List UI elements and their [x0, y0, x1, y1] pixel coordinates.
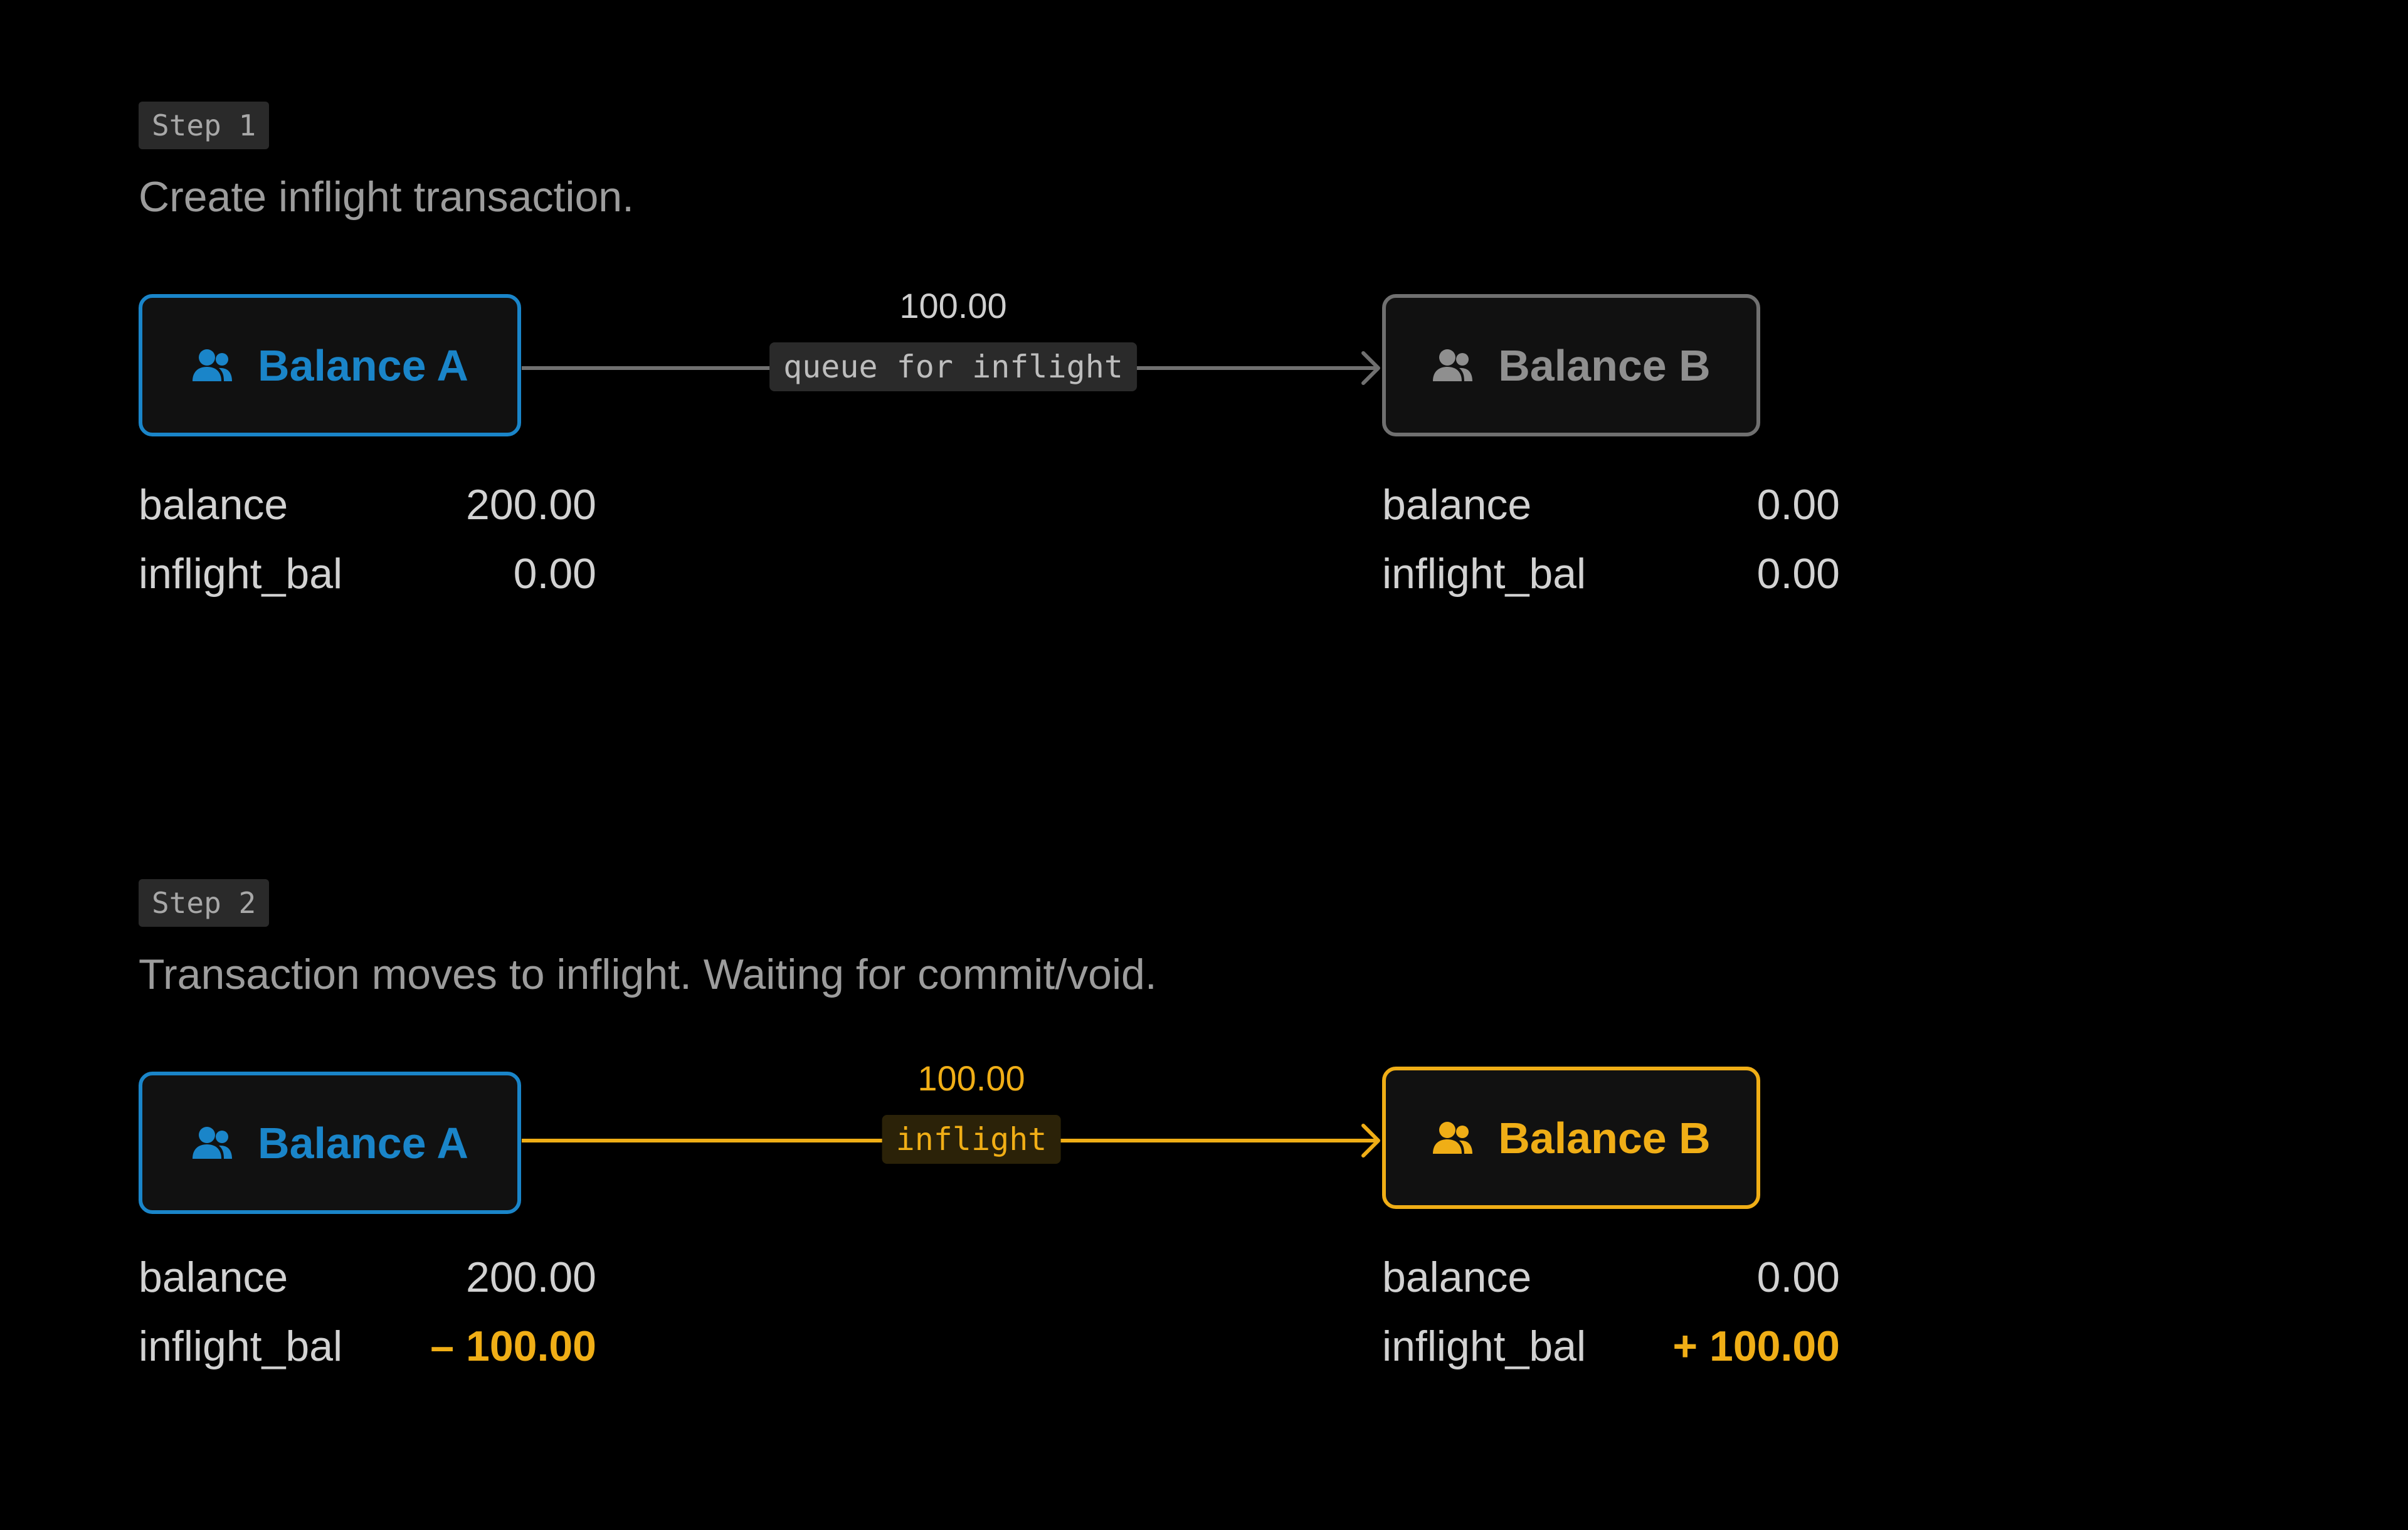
edge-label: queue for inflight: [769, 342, 1137, 391]
stat-row: inflight_bal 0.00: [1382, 544, 1840, 613]
stat-value: + 100.00: [1672, 1322, 1840, 1370]
stat-row: inflight_bal 0.00: [139, 544, 596, 613]
balance-a-stats: balance 200.00 inflight_bal 0.00: [139, 475, 596, 613]
stat-key: inflight_bal: [139, 1322, 343, 1370]
stat-key: balance: [1382, 481, 1532, 529]
stat-row: balance 200.00: [139, 475, 596, 544]
stat-key: inflight_bal: [139, 550, 343, 598]
stat-value: 0.00: [1756, 550, 1840, 598]
edge-amount: 100.00: [899, 286, 1007, 325]
node-label: Balance B: [1498, 1113, 1711, 1163]
stat-row: balance 0.00: [1382, 475, 1840, 544]
stat-value: 200.00: [466, 481, 596, 529]
step-2: Step 2 Transaction moves to inflight. Wa…: [0, 778, 2408, 1530]
balance-a-node[interactable]: Balance A: [139, 294, 521, 436]
stat-row: balance 200.00: [139, 1247, 596, 1316]
balance-b-stats: balance 0.00 inflight_bal 0.00: [1382, 475, 1840, 613]
balance-a-node[interactable]: Balance A: [139, 1072, 521, 1214]
balance-b-stats: balance 0.00 inflight_bal + 100.00: [1382, 1247, 1840, 1385]
step-1: Step 1 Create inflight transaction. Bala…: [0, 0, 2408, 752]
edge-amount: 100.00: [917, 1058, 1025, 1098]
stat-key: inflight_bal: [1382, 1322, 1587, 1370]
step-badge: Step 1: [139, 102, 270, 149]
node-label: Balance B: [1498, 340, 1711, 390]
stat-row: balance 0.00: [1382, 1247, 1840, 1316]
stat-key: balance: [1382, 1253, 1532, 1301]
users-icon: [191, 347, 233, 384]
stat-value: 0.00: [1756, 1253, 1840, 1301]
stat-key: inflight_bal: [1382, 550, 1587, 598]
edge-label: inflight: [882, 1115, 1061, 1164]
step-badge: Step 2: [139, 879, 270, 927]
stat-row: inflight_bal – 100.00: [139, 1316, 596, 1385]
edge-arrow: [522, 351, 1380, 385]
balance-a-stats: balance 200.00 inflight_bal – 100.00: [139, 1247, 596, 1385]
users-icon: [1432, 347, 1473, 384]
node-label: Balance A: [258, 1118, 468, 1168]
stat-row: inflight_bal + 100.00: [1382, 1316, 1840, 1385]
stat-value: 0.00: [1756, 481, 1840, 529]
node-label: Balance A: [258, 340, 468, 390]
stat-key: balance: [139, 481, 288, 529]
stat-value: 0.00: [513, 550, 596, 598]
balance-b-node[interactable]: Balance B: [1382, 1067, 1760, 1209]
users-icon: [191, 1125, 233, 1161]
step-description: Create inflight transaction.: [139, 173, 634, 221]
step-description: Transaction moves to inflight. Waiting f…: [139, 951, 1157, 998]
stat-value: – 100.00: [430, 1322, 596, 1370]
users-icon: [1432, 1120, 1473, 1156]
stat-value: 200.00: [466, 1253, 596, 1301]
balance-b-node[interactable]: Balance B: [1382, 294, 1760, 436]
edge-arrow: [522, 1124, 1380, 1158]
stat-key: balance: [139, 1253, 288, 1301]
